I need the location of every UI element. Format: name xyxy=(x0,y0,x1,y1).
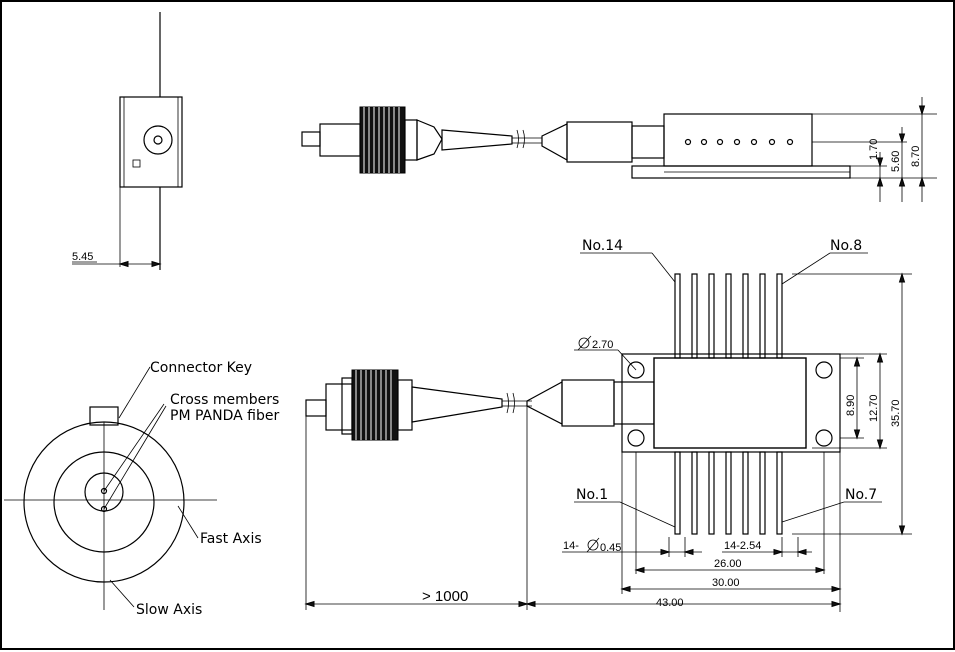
label-pm-panda: PM PANDA fiber xyxy=(170,408,279,424)
pins-top xyxy=(674,273,783,359)
dim-pin-dia-prefix: 14- xyxy=(563,540,579,552)
dim-1-70: 1.70 xyxy=(868,139,880,160)
label-pin-8: No.8 xyxy=(830,238,862,254)
dim-8-70: 8.70 xyxy=(910,146,922,167)
side-view: 1.70 5.60 8.70 xyxy=(301,97,937,202)
label-fast-axis: Fast Axis xyxy=(200,531,262,547)
dim-30: 30.00 xyxy=(712,577,740,589)
dim-pin-pitch: 14-2.54 xyxy=(724,540,761,552)
dim-35-70: 35.70 xyxy=(890,399,902,427)
label-pin-7: No.7 xyxy=(845,487,877,503)
end-view-package: 5.45 xyxy=(72,12,183,270)
dim-pin-dia: 0.45 xyxy=(600,542,621,554)
end-face-view xyxy=(4,366,217,610)
label-pin-14: No.14 xyxy=(582,238,623,254)
label-connector-key: Connector Key xyxy=(150,360,252,376)
pins-bottom xyxy=(674,451,783,535)
pin-row-side xyxy=(684,138,794,146)
label-pin-1: No.1 xyxy=(576,487,608,503)
top-view: 8.90 12.70 35.70 xyxy=(304,252,912,612)
dim-5-60: 5.60 xyxy=(890,151,902,172)
dim-12-70: 12.70 xyxy=(868,394,880,422)
label-cross-members: Cross members xyxy=(170,392,279,408)
dim-fiber-length: > 1000 xyxy=(422,588,468,605)
label-slow-axis: Slow Axis xyxy=(136,602,202,618)
dim-8-90: 8.90 xyxy=(845,395,857,416)
dim-side-offset: 5.45 xyxy=(72,251,93,263)
dim-43: 43.00 xyxy=(656,597,684,609)
diameter-icon xyxy=(586,537,600,553)
dim-hole-dia: 2.70 xyxy=(592,339,613,351)
dim-26: 26.00 xyxy=(714,558,742,570)
